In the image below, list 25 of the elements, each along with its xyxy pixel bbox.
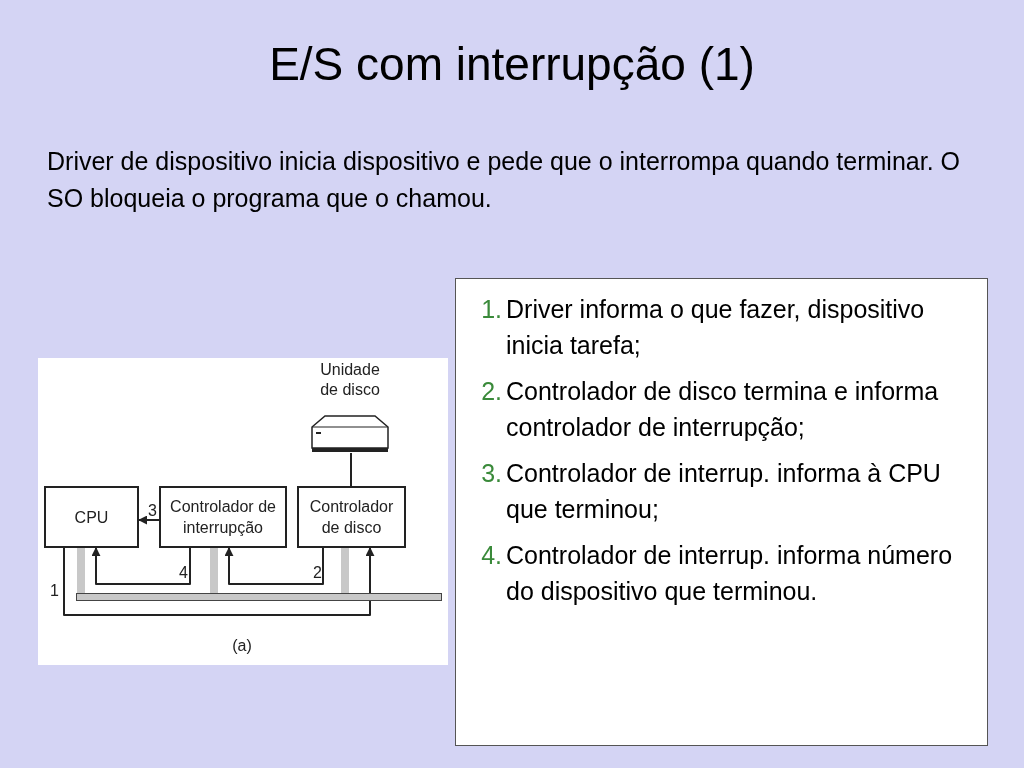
- edge-label: 4: [179, 564, 188, 582]
- list-item-text: Controlador de interrup. informa número do dispositivo que terminou.: [505, 540, 954, 607]
- edge-label: 3: [148, 502, 157, 520]
- list-item-text: Driver informa o que fazer, dispositivo inicia tarefa;: [505, 294, 926, 361]
- arrow: [91, 547, 191, 585]
- list-number: 1.: [480, 294, 503, 325]
- component-box: CPU: [44, 486, 139, 548]
- slide-title: E/S com interrupção (1): [268, 37, 756, 92]
- arrow: [63, 547, 375, 616]
- system-bus: [76, 593, 442, 601]
- list-number: 2.: [480, 376, 503, 407]
- component-box: Controlador de disco: [297, 486, 406, 548]
- component-box: Controlador de interrupção: [159, 486, 287, 548]
- arrow: [138, 515, 160, 525]
- edge-label: 2: [313, 564, 322, 582]
- list-number: 4.: [480, 540, 503, 571]
- list-item-text: Controlador de interrup. informa à CPU que terminou;: [505, 458, 942, 525]
- arrow: [224, 547, 324, 585]
- list-number: 3.: [480, 458, 503, 489]
- text-panel: [455, 278, 988, 746]
- list-item-text: Controlador de disco termina e informa controlador de interrupção;: [505, 376, 940, 443]
- intro-paragraph: Driver de dispositivo inicia dispositivo e pede que o interrompa quando terminar. O SO bloqueia o programa que o chamou.: [47, 146, 961, 214]
- edge-label: 1: [50, 582, 59, 600]
- node-label: Unidade de disco: [319, 360, 381, 400]
- figure-caption: (a): [231, 636, 253, 656]
